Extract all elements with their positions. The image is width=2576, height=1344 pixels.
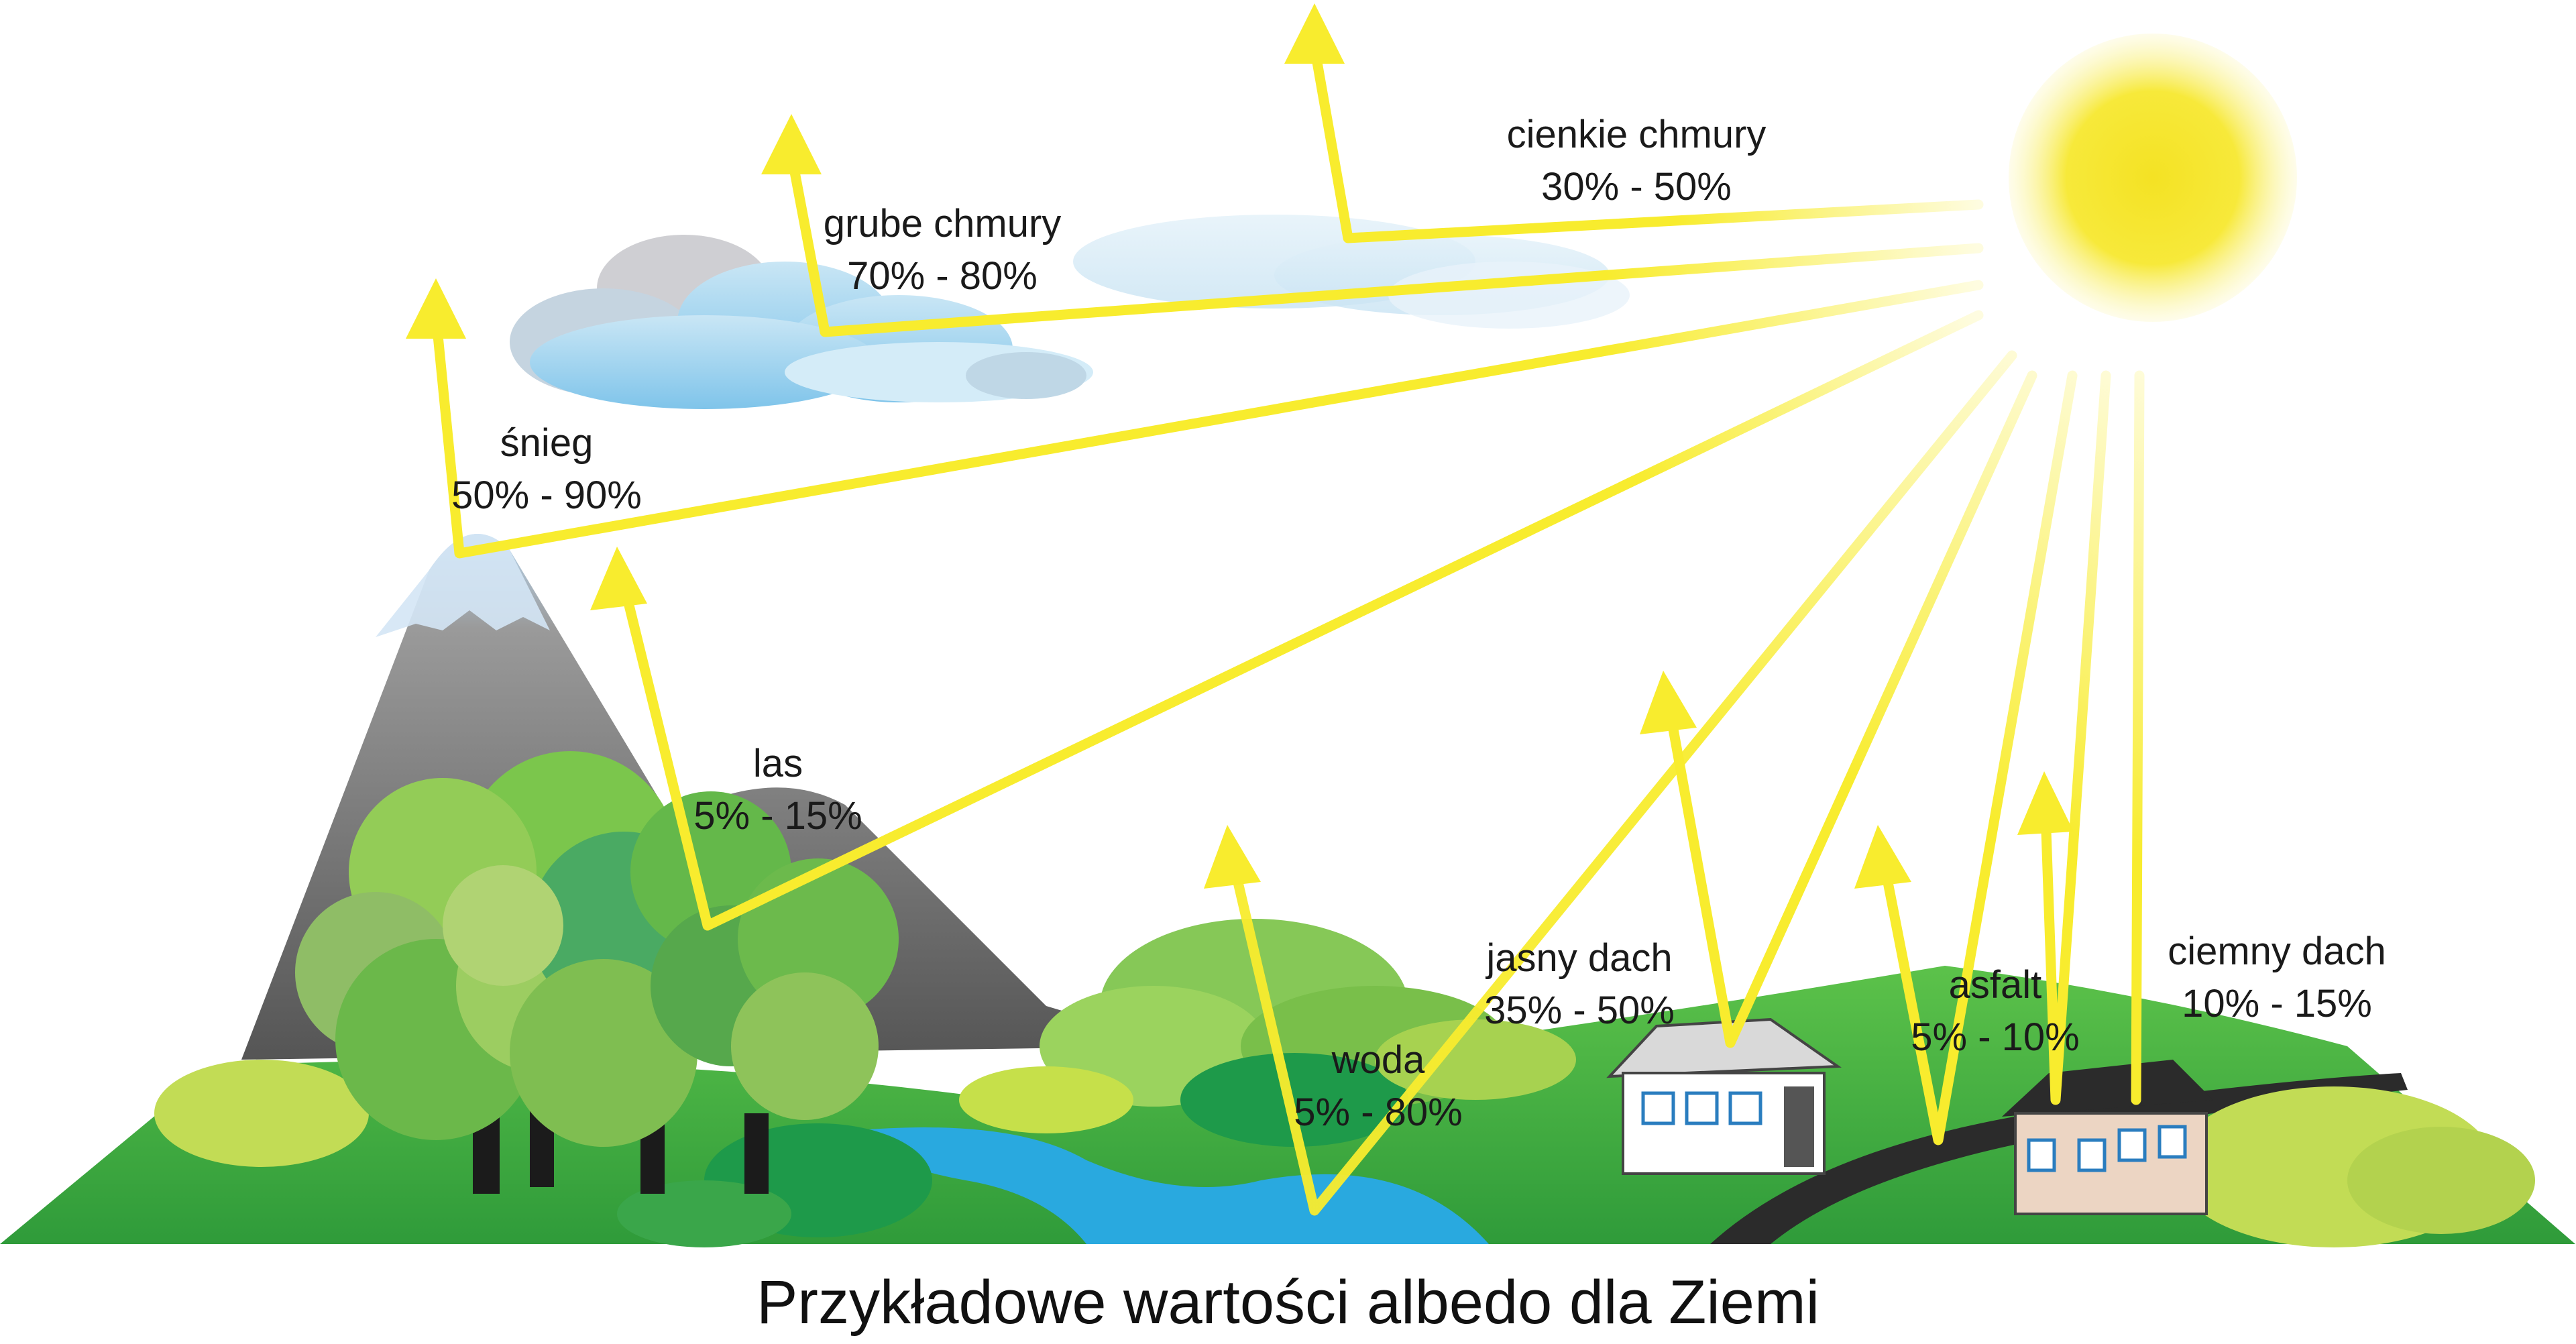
label-dark-roof: ciemny dach 10% - 15% bbox=[2168, 926, 2386, 1030]
thick-clouds bbox=[510, 235, 1093, 409]
label-snow-name: śnieg bbox=[500, 421, 594, 465]
label-thin-clouds: cienkie chmury 30% - 50% bbox=[1507, 109, 1767, 213]
label-dark-roof-value: 10% - 15% bbox=[2182, 982, 2372, 1025]
ray-water bbox=[1229, 350, 2017, 1216]
ray-forest bbox=[618, 310, 1984, 931]
arrowhead-thin-clouds bbox=[1284, 3, 1345, 64]
label-dark-roof-name: ciemny dach bbox=[2168, 930, 2386, 973]
label-forest-name: las bbox=[752, 742, 803, 785]
ray-snow bbox=[431, 280, 1984, 559]
light-roof-house bbox=[1606, 1017, 1842, 1175]
arrowhead-water bbox=[1204, 825, 1261, 889]
label-water-value: 5% - 80% bbox=[1294, 1090, 1463, 1134]
ray-thick-clouds bbox=[786, 149, 1984, 337]
label-water: woda 5% - 80% bbox=[1294, 1034, 1462, 1139]
diagram-caption: Przykładowe wartości albedo dla Ziemi bbox=[756, 1268, 1820, 1337]
label-light-roof: jasny dach 35% - 50% bbox=[1484, 932, 1675, 1037]
label-asphalt-name: asfalt bbox=[1948, 963, 2042, 1007]
label-thin-clouds-name: cienkie chmury bbox=[1506, 113, 1767, 156]
ray-thin-clouds bbox=[1309, 42, 1984, 243]
label-light-roof-value: 35% - 50% bbox=[1484, 989, 1675, 1032]
arrowhead-light-roof bbox=[1640, 671, 1697, 734]
arrowhead-forest bbox=[590, 547, 647, 610]
label-snow: śnieg 50% - 90% bbox=[451, 417, 642, 522]
ray-dark-roof bbox=[2040, 370, 2111, 1105]
ray-asphalt bbox=[1879, 370, 2078, 1145]
arrowhead-dark-roof bbox=[2017, 771, 2074, 835]
sun bbox=[2009, 34, 2297, 322]
label-asphalt-value: 5% - 10% bbox=[1911, 1015, 2080, 1059]
label-light-roof-name: jasny dach bbox=[1486, 936, 1673, 980]
arrowhead-thick-clouds bbox=[761, 114, 822, 174]
ray-dark-roof-direct bbox=[2131, 370, 2145, 1105]
label-thick-clouds: grube chmury 70% - 80% bbox=[824, 198, 1062, 302]
hills-right bbox=[2173, 1086, 2535, 1247]
arrowhead-asphalt bbox=[1854, 825, 1911, 889]
label-thick-clouds-value: 70% - 80% bbox=[847, 254, 1038, 298]
bushes-left bbox=[154, 1060, 932, 1247]
label-forest: las 5% - 15% bbox=[693, 738, 862, 842]
forest bbox=[295, 751, 899, 1194]
arrowhead-snow bbox=[406, 278, 466, 339]
ray-light-roof bbox=[1665, 370, 2037, 1048]
label-water-name: woda bbox=[1331, 1038, 1425, 1082]
label-thick-clouds-name: grube chmury bbox=[823, 202, 1062, 245]
label-thin-clouds-value: 30% - 50% bbox=[1541, 165, 1732, 209]
label-forest-value: 5% - 15% bbox=[693, 794, 862, 838]
label-asphalt: asfalt 5% - 10% bbox=[1911, 959, 2079, 1064]
river bbox=[825, 1127, 1489, 1244]
bushes-middle bbox=[959, 919, 1576, 1147]
label-snow-value: 50% - 90% bbox=[451, 473, 642, 517]
